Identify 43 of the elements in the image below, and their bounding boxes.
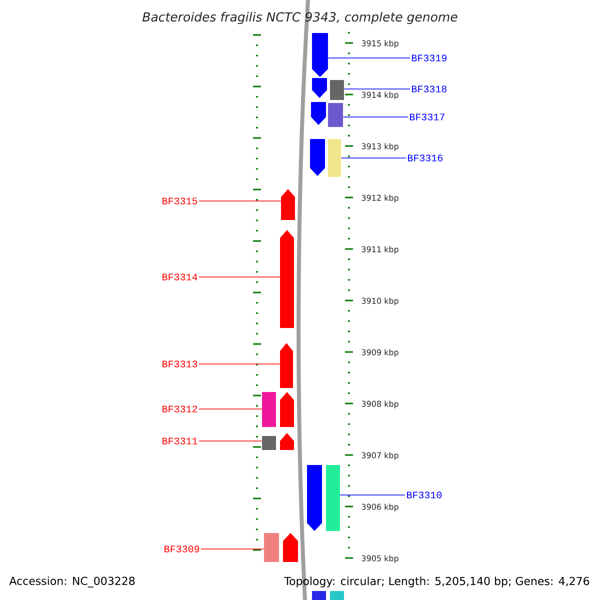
topology-text: Topology: circular; Length: 5,205,140 bp; Genes: 4,276 — [284, 576, 590, 588]
leader-line — [340, 494, 406, 496]
leader-line — [198, 408, 262, 410]
gene-label: BF3312 — [162, 406, 198, 412]
scale-label: 3907 kbp — [362, 452, 398, 460]
gene-label: BF3315 — [162, 198, 198, 204]
scale-label: 3910 kbp — [362, 298, 398, 306]
leader-line — [200, 548, 264, 550]
gene-label: BF3317 — [410, 114, 444, 120]
gene-feature — [281, 189, 295, 220]
scale-label: 3912 kbp — [362, 194, 398, 202]
leader-line — [198, 200, 282, 202]
gene-feature — [307, 465, 340, 531]
scale-label: 3908 kbp — [362, 400, 398, 408]
gene-label: BF3314 — [162, 274, 198, 280]
leader-line — [198, 440, 262, 442]
gene-feature — [312, 78, 344, 100]
scale-label: 3906 kbp — [362, 504, 398, 512]
title: Bacteroides fragilis NCTC 9343, complete genome — [142, 12, 458, 24]
gene-label: BF3318 — [412, 86, 447, 92]
gene-label: BF3313 — [162, 360, 198, 368]
gene-feature — [280, 343, 293, 388]
leader-line — [344, 88, 410, 90]
gene-feature — [262, 392, 294, 427]
accession-text: Accession: NC_003228 — [9, 576, 135, 588]
gene-label: BF3310 — [407, 492, 442, 498]
scale-label: 3911 kbp — [362, 246, 398, 254]
gene-label: BF3316 — [408, 154, 443, 162]
scale-label: 3909 kbp — [362, 349, 398, 357]
gene-feature — [262, 433, 294, 450]
gene-feature — [280, 230, 294, 328]
gene-feature — [310, 139, 341, 177]
leader-line — [198, 276, 280, 278]
gene-label: BF3319 — [412, 54, 447, 62]
scale-label: 3915 kbp — [362, 40, 398, 48]
scale-label: 3913 kbp — [362, 143, 398, 151]
scale-label: 3914 kbp — [362, 92, 398, 100]
gene-feature — [264, 533, 298, 562]
gene-label: BF3309 — [164, 546, 200, 552]
gene-label: BF3311 — [162, 438, 198, 444]
scale-label: 3905 kbp — [362, 555, 398, 563]
leader-line — [342, 116, 408, 118]
gene-feature — [311, 102, 343, 127]
